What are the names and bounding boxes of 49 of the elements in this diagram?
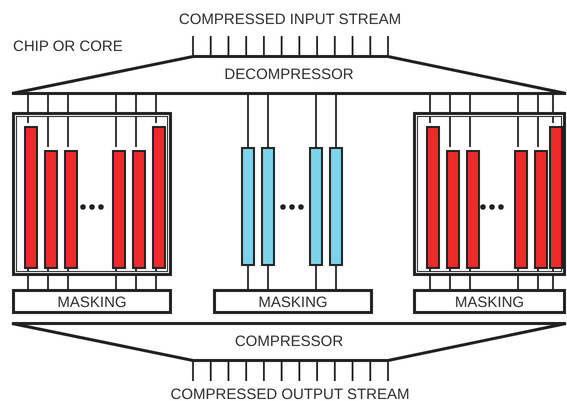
connector-line	[67, 95, 69, 147]
block-label: MASKING	[258, 294, 328, 312]
text-label: CHIP OR CORE	[13, 38, 123, 56]
block-label: COMPRESSOR	[234, 333, 344, 351]
text-label: COMPRESSED INPUT STREAM	[178, 11, 402, 29]
scan-chain-bar	[132, 150, 146, 269]
connector-line	[267, 95, 269, 147]
scan-chain-bar	[152, 126, 166, 269]
scan-chain-bar	[112, 150, 126, 269]
scan-chain-bar	[534, 150, 548, 269]
connector-line	[315, 95, 317, 147]
connector-line	[429, 95, 431, 123]
scan-chain-bar	[466, 150, 480, 269]
masking-block	[213, 289, 373, 314]
scan-chain-bar	[309, 147, 323, 266]
connector-line	[155, 95, 157, 123]
connector-line	[247, 95, 249, 147]
scan-chain-bar	[24, 126, 38, 269]
scan-chain-bar	[426, 126, 440, 269]
connector-line	[115, 95, 117, 147]
connector-line	[315, 266, 317, 289]
block-label: DECOMPRESSOR	[224, 66, 354, 84]
scan-chain-bar	[44, 150, 58, 269]
connector-line	[449, 95, 451, 147]
masking-block	[12, 289, 172, 314]
scan-chain-bar	[64, 150, 78, 269]
connector-line	[552, 95, 554, 123]
scan-chain-bar	[261, 147, 275, 266]
scan-chain-bar	[446, 150, 460, 269]
connector-line	[537, 95, 539, 147]
block-label: MASKING	[57, 294, 127, 312]
connector-line	[469, 95, 471, 147]
connector-line	[335, 95, 337, 147]
block-label: MASKING	[454, 294, 524, 312]
connector-line	[135, 95, 137, 147]
core-outline	[413, 112, 566, 276]
connector-line	[47, 95, 49, 147]
scan-chain-bar	[241, 147, 255, 266]
connector-line	[247, 266, 249, 289]
scan-chain-bar	[549, 126, 563, 269]
scan-chain-bar	[514, 150, 528, 269]
connector-line	[27, 95, 29, 123]
text-label: COMPRESSED OUTPUT STREAM	[170, 386, 410, 401]
connector-line	[335, 266, 337, 289]
core-outline	[12, 112, 172, 276]
connector-line	[267, 266, 269, 289]
scan-chain-bar	[329, 147, 343, 266]
connector-line	[517, 95, 519, 147]
masking-block	[413, 289, 566, 314]
